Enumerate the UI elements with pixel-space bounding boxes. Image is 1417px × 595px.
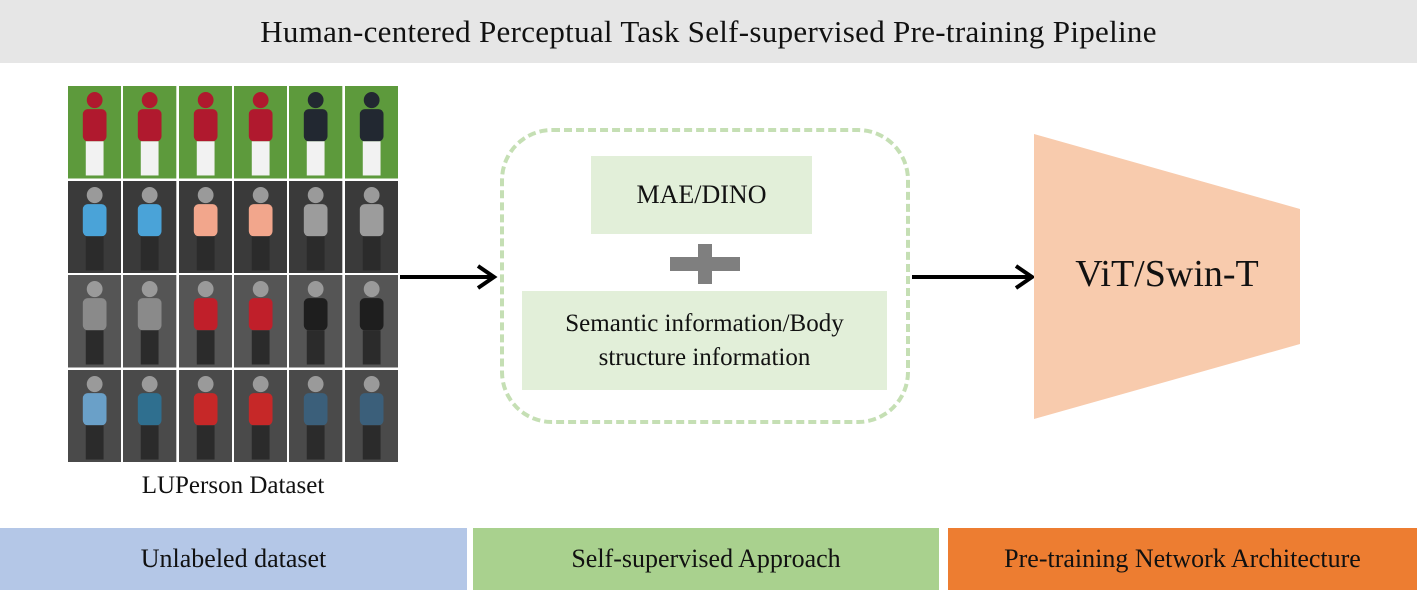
- semantic-body-structure-box: Semantic information/Body structure info…: [522, 291, 887, 390]
- person-image: [68, 369, 122, 462]
- person-image: [123, 86, 177, 179]
- plus-icon: [670, 244, 740, 284]
- architecture-label: ViT/Swin-T: [1075, 253, 1259, 295]
- legend-unlabeled-dataset: Unlabeled dataset: [0, 528, 467, 590]
- person-image: [123, 275, 177, 368]
- dataset-caption: LUPerson Dataset: [141, 472, 325, 499]
- legend-label: Unlabeled dataset: [140, 544, 327, 573]
- legend-pretraining-architecture: Pre-training Network Architecture: [948, 528, 1417, 590]
- person-image: [68, 180, 122, 273]
- architecture-trapezoid: [1034, 134, 1300, 419]
- semantic-label-line2: structure information: [598, 343, 811, 371]
- self-supervised-method-container: [500, 128, 910, 424]
- person-image: [344, 86, 398, 179]
- person-image: [68, 86, 122, 179]
- person-image: [123, 369, 177, 462]
- semantic-label-line1: Semantic information/Body: [565, 309, 844, 337]
- person-image: [123, 180, 177, 273]
- person-image: [233, 369, 288, 462]
- person-image: [344, 180, 398, 273]
- legend-self-supervised-approach: Self-supervised Approach: [473, 528, 939, 590]
- mae-dino-box: MAE/DINO: [591, 156, 812, 234]
- person-image: [233, 86, 288, 179]
- page-title: Human-centered Perceptual Task Self-supe…: [0, 0, 1417, 63]
- person-image: [68, 275, 122, 368]
- person-image: [344, 275, 398, 368]
- mae-dino-label: MAE/DINO: [636, 180, 767, 209]
- arrow-method-to-architecture: [912, 264, 1036, 290]
- arrow-dataset-to-method: [400, 264, 498, 290]
- legend-label: Self-supervised Approach: [571, 544, 841, 573]
- person-image: [233, 180, 288, 273]
- person-image: [289, 180, 343, 273]
- person-image: [289, 369, 343, 462]
- legend-label: Pre-training Network Architecture: [1004, 544, 1361, 573]
- luperson-image-grid: [68, 86, 398, 462]
- person-image: [289, 86, 343, 179]
- person-image: [178, 180, 232, 273]
- person-image: [178, 86, 232, 179]
- person-image: [344, 369, 398, 462]
- person-image: [178, 275, 232, 368]
- person-image: [178, 369, 232, 462]
- person-image: [233, 275, 288, 368]
- person-image: [289, 275, 343, 368]
